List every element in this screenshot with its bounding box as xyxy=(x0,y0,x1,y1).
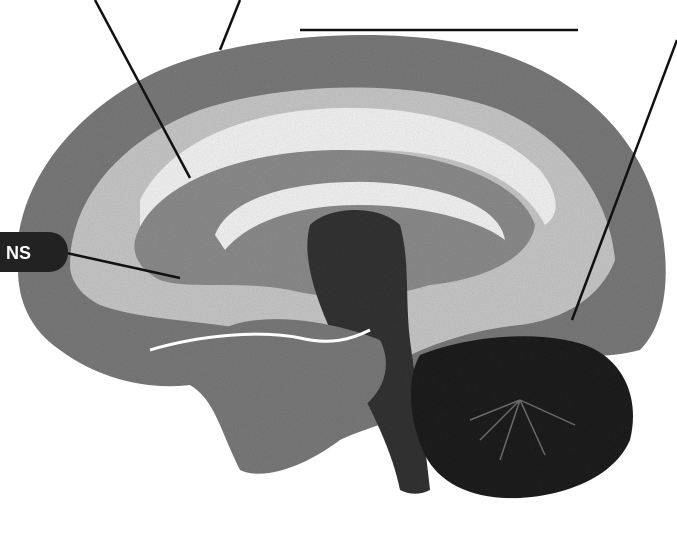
cerebellum xyxy=(411,336,633,498)
leader-line-top-center xyxy=(220,0,240,50)
callout-badge: NS xyxy=(0,232,68,272)
callout-label: NS xyxy=(6,243,31,263)
